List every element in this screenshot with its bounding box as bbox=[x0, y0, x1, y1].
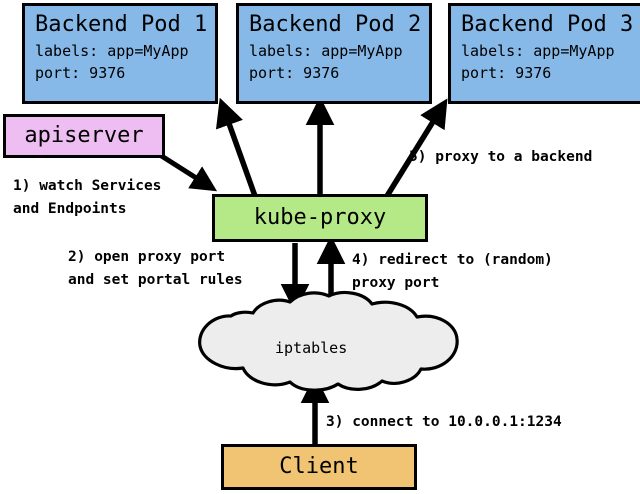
pod2-title: Backend Pod 2 bbox=[249, 12, 422, 37]
pod1-title: Backend Pod 1 bbox=[35, 12, 208, 37]
node-client[interactable]: Client bbox=[221, 444, 417, 490]
step-3-label: 3) connect to 10.0.0.1:1234 bbox=[326, 414, 562, 430]
step-4-label-line-2: proxy port bbox=[352, 275, 440, 291]
pod1-labels: labels: app=MyApp bbox=[35, 42, 189, 60]
pod3-title: Backend Pod 3 bbox=[461, 12, 634, 37]
step-4-label-line-1: 4) redirect to (random) bbox=[352, 252, 553, 268]
node-backend-pod-2[interactable]: Backend Pod 2 labels: app=MyApp port: 93… bbox=[236, 3, 432, 104]
step-2-label-line-1: 2) open proxy port bbox=[68, 249, 226, 265]
pod1-port: port: 9376 bbox=[35, 64, 126, 82]
iptables-label: iptables bbox=[275, 339, 348, 357]
pod2-labels: labels: app=MyApp bbox=[249, 42, 403, 60]
pod3-labels: labels: app=MyApp bbox=[461, 42, 615, 60]
step-2-label-line-2: and set portal rules bbox=[68, 272, 243, 288]
client-label: Client bbox=[279, 454, 359, 479]
node-backend-pod-3[interactable]: Backend Pod 3 labels: app=MyApp port: 93… bbox=[448, 3, 640, 104]
kube-proxy-label: kube-proxy bbox=[253, 205, 387, 230]
node-apiserver[interactable]: apiserver bbox=[3, 114, 165, 158]
arrow-kubeproxy-to-pod3 bbox=[384, 98, 448, 198]
apiserver-label: apiserver bbox=[24, 123, 144, 148]
iptables-cloud-shape bbox=[198, 290, 459, 392]
pod3-port: port: 9376 bbox=[461, 64, 552, 82]
node-kube-proxy[interactable]: kube-proxy bbox=[212, 194, 428, 242]
step-1-label-line-2: and Endpoints bbox=[13, 201, 127, 217]
step-5-label: 5) proxy to a backend bbox=[409, 149, 593, 165]
pod2-port: port: 9376 bbox=[249, 64, 340, 82]
node-backend-pod-1[interactable]: Backend Pod 1 labels: app=MyApp port: 93… bbox=[22, 3, 218, 104]
step-1-label-line-1: 1) watch Services bbox=[13, 178, 162, 194]
arrow-apiserver-to-kubeproxy bbox=[158, 152, 218, 192]
arrow-kubeproxy-to-pod1 bbox=[215, 97, 258, 197]
